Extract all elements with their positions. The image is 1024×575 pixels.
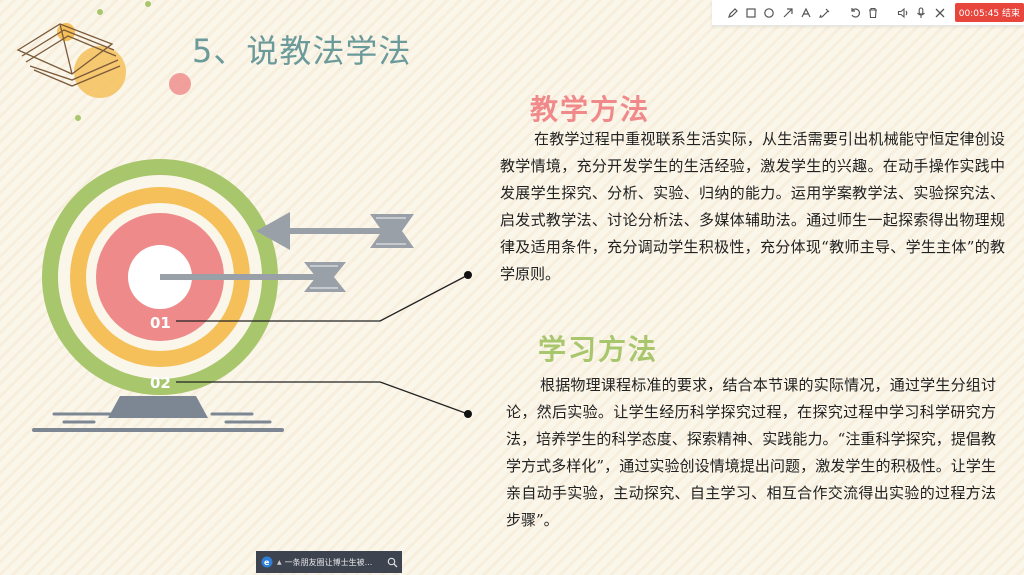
annotation-toolbar: 00:05:45 结束 (712, 0, 1024, 26)
small-arrow-icon: ▲ (277, 558, 282, 566)
taskbar-notification[interactable]: e ▲ 一条朋友圈让博士生被... (256, 551, 402, 573)
undo-icon[interactable] (845, 3, 863, 23)
microphone-icon[interactable] (912, 3, 930, 23)
decor-dot-pink (169, 73, 191, 95)
trash-icon[interactable] (864, 3, 882, 23)
target-label-02: 02 (150, 374, 171, 392)
open-book-icon (16, 23, 121, 87)
decor-dot-green-small-3 (75, 115, 81, 121)
section-heading-learning-method: 学习方法 (538, 333, 659, 366)
leader-line-01 (176, 271, 472, 322)
taskbar-item-text: 一条朋友圈让博士生被... (284, 557, 373, 567)
arrow-icon[interactable] (779, 3, 797, 23)
decor-dot-green-small-2 (145, 1, 151, 7)
browser-ie-icon: e (260, 555, 274, 569)
target-label-01: 01 (150, 314, 171, 332)
arrow-center (160, 262, 346, 292)
speaker-icon[interactable] (894, 3, 912, 23)
highlighter-icon[interactable] (815, 3, 833, 23)
circle-icon[interactable] (760, 3, 778, 23)
teaching-method-paragraph: 在教学过程中重视联系生活实际，从生活需要引出机械能守恒定律创设教学情境，充分开发… (500, 130, 1005, 283)
search-icon[interactable] (387, 557, 398, 568)
text-icon[interactable] (797, 3, 815, 23)
decor-dot-green-small (97, 9, 103, 15)
target-graphic: 01 02 (32, 159, 472, 432)
close-icon[interactable] (930, 3, 948, 23)
page-title: 5、说教法学法 (192, 32, 412, 70)
book-decoration (16, 1, 191, 121)
learning-method-paragraph: 根据物理课程标准的要求，结合本节课的实际情况，通过学生分组讨论，然后实验。让学生… (506, 376, 996, 529)
pen-icon[interactable] (724, 3, 742, 23)
svg-text:e: e (264, 558, 270, 567)
target-base (32, 396, 284, 432)
rectangle-icon[interactable] (742, 3, 760, 23)
decor-dot-yellow (74, 46, 126, 98)
section-heading-teaching-method: 教学方法 (530, 93, 651, 126)
arrow-top (256, 212, 414, 250)
timer-badge[interactable]: 00:05:45 结束 (954, 3, 1024, 22)
leader-line-02 (176, 381, 472, 418)
